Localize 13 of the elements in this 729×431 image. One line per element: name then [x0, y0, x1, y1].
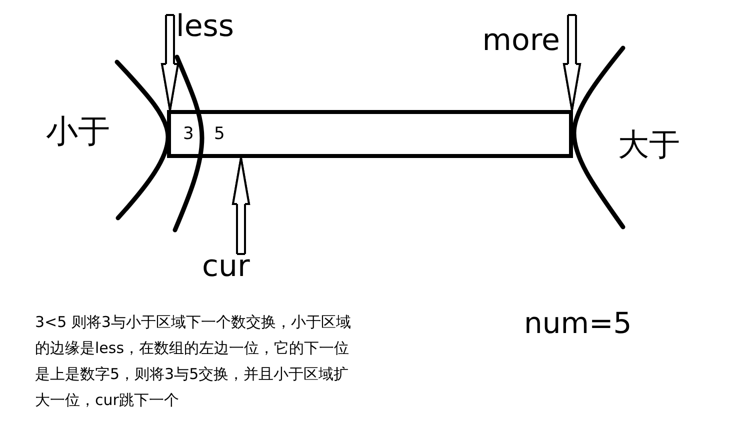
array-value: 3 [183, 123, 194, 146]
description-text: 3<5 则将3与小于区域下一个数交换，小于区域的边缘是less，在数组的左边一位，它的下一位是上是数字5，则将3与5交换，并且小于区域扩大一位，cur跳下一个 [35, 312, 352, 411]
pointer-label: more [482, 10, 572, 58]
region-label: 小于 [46, 112, 110, 150]
array-value: 5 [214, 123, 225, 146]
pointer-label: less [170, 10, 234, 44]
region-label: 大于 [618, 126, 680, 164]
arrow [562, 14, 582, 111]
value-text: num=5 [524, 306, 632, 340]
arrow [232, 157, 250, 255]
pointer-label: cur [202, 254, 250, 280]
array-bar [167, 110, 573, 158]
arrow [160, 14, 180, 111]
